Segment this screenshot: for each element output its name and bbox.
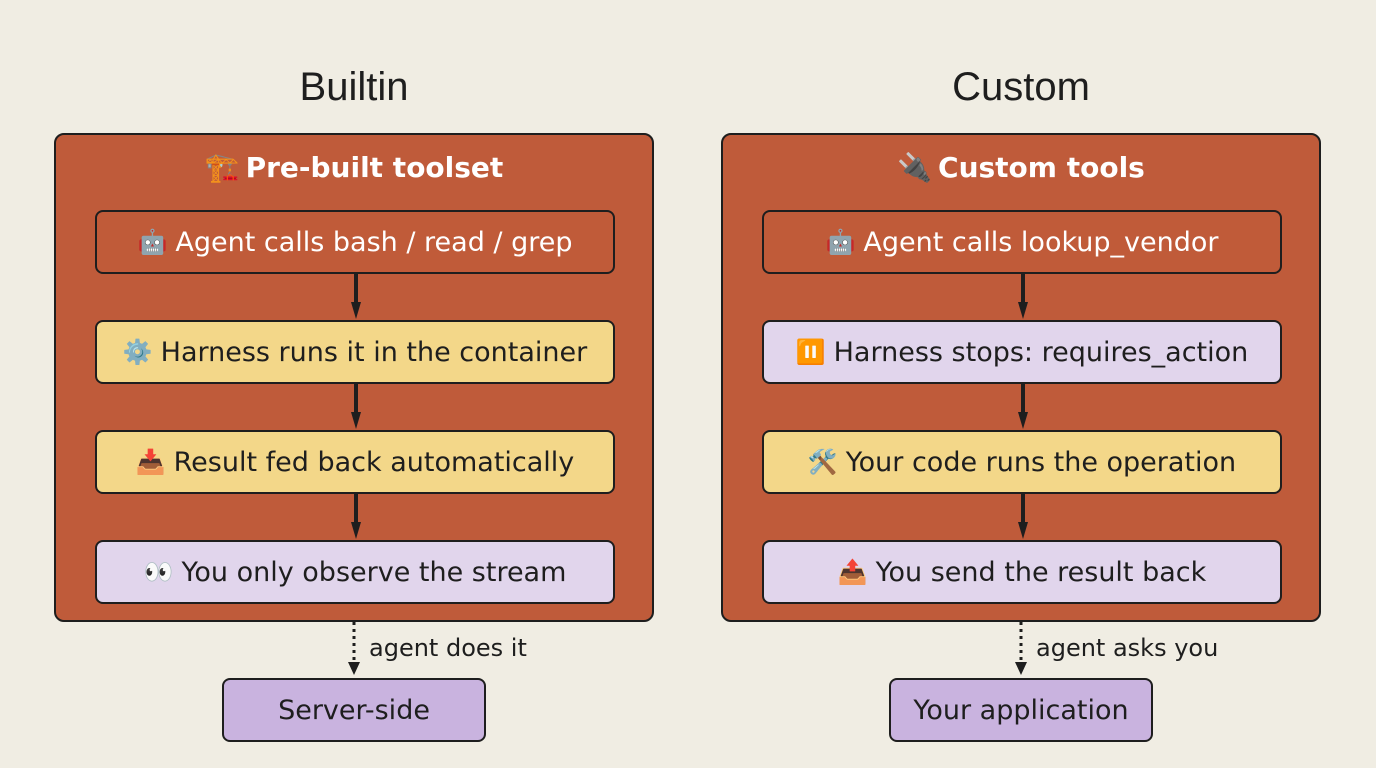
builtin-step-label: Agent calls bash / read / grep: [175, 226, 573, 258]
custom-step-your-code: 🛠️Your code runs the operation: [762, 430, 1282, 494]
gear-icon: ⚙️: [122, 338, 153, 366]
builtin-step-observe: 👀You only observe the stream: [95, 540, 615, 604]
flow-arrow: [1018, 494, 1028, 539]
flow-arrow: [351, 384, 361, 429]
flow-arrow: [1018, 384, 1028, 429]
dotted-arrow: [348, 622, 360, 675]
flow-arrow: [1018, 274, 1028, 319]
pause-icon: ⏸️: [795, 338, 826, 366]
builtin-step-result-fed: 📥Result fed back automatically: [95, 430, 615, 494]
builtin-edge-label: agent does it: [369, 634, 527, 662]
server-side-node: Server-side: [222, 678, 486, 742]
eyes-icon: 👀: [143, 558, 174, 586]
custom-step-harness-stops: ⏸️Harness stops: requires_action: [762, 320, 1282, 384]
builtin-step-label: Harness runs it in the container: [160, 336, 588, 368]
builtin-panel: 🏗️Pre-built toolset 🤖Agent calls bash / …: [54, 133, 654, 622]
builtin-title: Builtin: [299, 65, 409, 109]
custom-step-label: Your code runs the operation: [845, 446, 1237, 478]
custom-step-label: Harness stops: requires_action: [833, 336, 1249, 368]
builtin-panel-header: 🏗️Pre-built toolset: [56, 151, 652, 184]
inbox-tray-icon: 📥: [135, 448, 166, 476]
robot-icon: 🤖: [137, 228, 168, 256]
custom-panel-header-label: Custom tools: [938, 151, 1145, 184]
construction-icon: 🏗️: [204, 151, 240, 184]
tools-icon: 🛠️: [807, 448, 838, 476]
builtin-step-agent-calls: 🤖Agent calls bash / read / grep: [95, 210, 615, 274]
plug-icon: 🔌: [897, 151, 933, 184]
custom-step-label: You send the result back: [875, 556, 1207, 588]
custom-edge-label: agent asks you: [1036, 634, 1219, 662]
custom-panel-header: 🔌Custom tools: [723, 151, 1319, 184]
dotted-arrow: [1015, 622, 1027, 675]
builtin-step-label: You only observe the stream: [181, 556, 567, 588]
custom-title: Custom: [952, 65, 1090, 109]
builtin-step-label: Result fed back automatically: [173, 446, 575, 478]
custom-step-agent-calls: 🤖Agent calls lookup_vendor: [762, 210, 1282, 274]
your-application-node: Your application: [889, 678, 1153, 742]
builtin-panel-header-label: Pre-built toolset: [245, 151, 504, 184]
flow-arrow: [351, 274, 361, 319]
custom-panel: 🔌Custom tools 🤖Agent calls lookup_vendor…: [721, 133, 1321, 622]
flow-arrow: [351, 494, 361, 539]
outbox-tray-icon: 📤: [837, 558, 868, 586]
builtin-step-harness-runs: ⚙️Harness runs it in the container: [95, 320, 615, 384]
custom-step-send-back: 📤You send the result back: [762, 540, 1282, 604]
custom-step-label: Agent calls lookup_vendor: [863, 226, 1219, 258]
robot-icon: 🤖: [825, 228, 856, 256]
